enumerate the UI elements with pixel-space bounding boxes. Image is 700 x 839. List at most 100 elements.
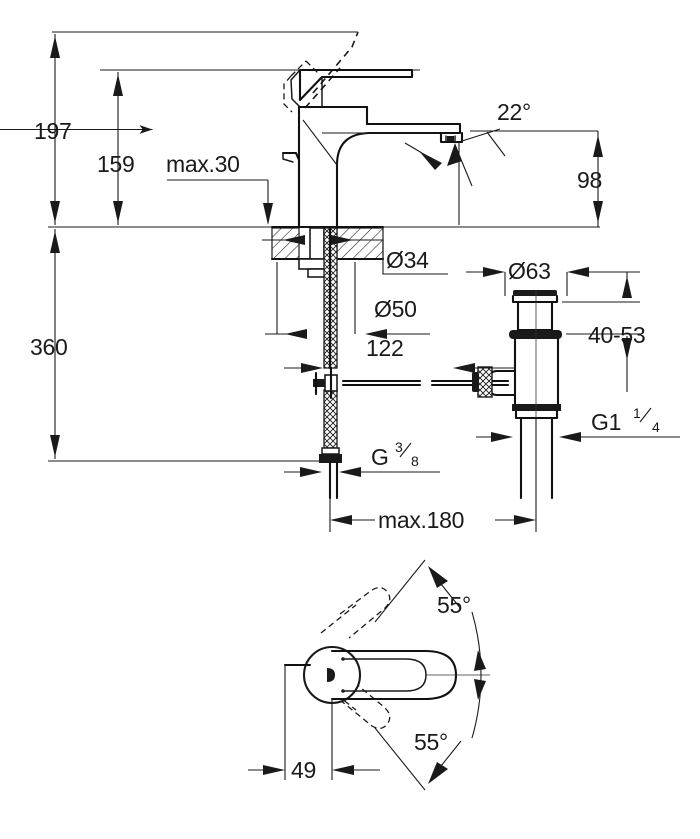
dim-label-g38-num: 3 [395, 439, 403, 455]
arrowhead-49-right [332, 765, 354, 775]
waste-flange-cap [513, 290, 557, 296]
dim-label-max180: max.180 [378, 507, 464, 533]
lever-ghost-up-outline [339, 586, 391, 639]
dim-outlet-height: 98 [577, 131, 603, 227]
waste-flange-rim [511, 294, 559, 304]
aerator-outlet [439, 131, 464, 144]
dim-overall-depth: 360 [30, 229, 68, 459]
angle-55-down-ray [374, 727, 426, 791]
threaded-shank [298, 226, 338, 370]
dim-label-d50: Ø50 [374, 296, 417, 322]
arrowhead-angle-22-b [447, 143, 462, 166]
fraction-slash-g38 [399, 442, 412, 458]
dim-label-g114: G1 [591, 409, 621, 435]
arrowhead-122-right [453, 363, 475, 373]
angle-22-annotation: 22° [404, 99, 531, 225]
hose-collar [321, 447, 340, 455]
dim-label-159: 159 [97, 151, 134, 177]
arrowhead-55-down [428, 762, 448, 784]
dim-label-98: 98 [577, 167, 602, 193]
dim-label-d63: Ø63 [508, 258, 551, 284]
fraction-slash-g114 [639, 407, 652, 423]
dim-lever-swing-up: 55° [374, 559, 486, 676]
angle-55-up-ray [374, 559, 426, 623]
pop-up-waste-body [472, 290, 562, 520]
arrowhead-180-left [330, 515, 352, 525]
aerator-screen [447, 136, 454, 141]
angle-22-leader-a [461, 128, 501, 142]
dim-leader-d34 [349, 239, 448, 275]
dim-lever-offset: 49 [248, 663, 380, 783]
arrowhead-d50-right [365, 329, 387, 339]
arrowhead-49-left [263, 765, 285, 775]
waste-knob-tip[interactable] [472, 372, 479, 392]
lever-handle-hub[interactable] [290, 69, 323, 108]
dim-spout-height: 159 [97, 72, 135, 225]
lever-ghost-upper-edge [312, 31, 359, 94]
lever-handle-body[interactable] [298, 68, 414, 102]
shank-collar [309, 227, 325, 260]
dim-max-deck-thickness: max.30 [166, 151, 273, 225]
deck-slab-right [336, 227, 384, 260]
dim-label-55-down: 55° [414, 729, 448, 755]
lever-ghost-down-outline [339, 677, 391, 730]
lever-ghost-up-edge [320, 604, 357, 634]
dim-waste-thread: G1 1 4 [476, 405, 680, 442]
plan-lever-view: 55° 55° 49 [248, 559, 490, 791]
arrowhead-d50-left [285, 329, 307, 339]
arrowhead-98-top [593, 135, 603, 157]
arrowhead-d34-right [331, 235, 353, 245]
horizontal-pull-rod[interactable] [313, 366, 510, 400]
arrowhead-55-down-arc [474, 679, 486, 700]
dim-total-height: 197 [0, 34, 153, 225]
deck-slab-left [271, 227, 300, 260]
angle-55-down-leader [440, 740, 462, 767]
mounting-nut [307, 268, 327, 278]
dim-label-g114-num: 1 [633, 405, 641, 421]
angle-22-leader-b [486, 131, 506, 157]
dim-flange-63: Ø63 [466, 258, 640, 296]
dim-hole-50: Ø50 [265, 262, 430, 339]
arrowhead-max30 [263, 203, 273, 225]
arrowhead-g114-right [559, 432, 581, 442]
arrowhead-g114-left [491, 432, 513, 442]
lever-pin-bottom [341, 689, 345, 693]
lever-hub-slot [327, 668, 335, 682]
arrowhead-angle-22-a [419, 151, 442, 170]
lever-ghost-cap [283, 75, 293, 113]
angle-55-up-leader [440, 583, 462, 610]
arrowhead-98-bottom [593, 201, 603, 223]
dim-label-g114-den: 4 [652, 419, 660, 435]
spout-construction-line [302, 119, 338, 166]
waste-lower-band [512, 404, 561, 411]
arrowhead-g38-left [300, 467, 322, 477]
dim-label-122: 122 [366, 335, 403, 361]
lever-ghost-stem2 [305, 60, 321, 76]
pop-up-lift-rod[interactable] [281, 151, 301, 229]
arrowhead-55-up-arc [474, 650, 486, 671]
arrowhead-122-left [301, 363, 323, 373]
lever-pin-top [341, 657, 345, 661]
hose-end-nut [319, 454, 342, 463]
dim-label-49: 49 [291, 757, 316, 783]
arrowhead-d63-left [483, 267, 505, 277]
lever-handle[interactable] [290, 68, 414, 109]
angle-22-tail [404, 142, 423, 154]
arrowhead-d63-right [567, 267, 589, 277]
deck-mounting-surface [270, 225, 385, 261]
elevation-view: 197 159 max.30 360 98 [0, 31, 680, 533]
dim-label-d34: Ø34 [386, 247, 429, 273]
arrowhead-55-up [428, 566, 448, 588]
dim-label-55-up: 55° [437, 592, 471, 618]
dim-hole-34: Ø34 [262, 235, 448, 275]
dim-label-22deg: 22° [497, 99, 531, 125]
aerator-housing [439, 131, 464, 144]
lift-rod-knob[interactable] [281, 151, 301, 229]
lift-rod-hook [282, 152, 294, 163]
dim-lever-swing-down: 55° [374, 674, 486, 791]
dim-label-g38-den: 8 [411, 453, 419, 469]
waste-adjust-knob[interactable] [477, 366, 493, 398]
lever-ghost-stem [290, 60, 307, 77]
arrowhead-d34-left [283, 235, 305, 245]
